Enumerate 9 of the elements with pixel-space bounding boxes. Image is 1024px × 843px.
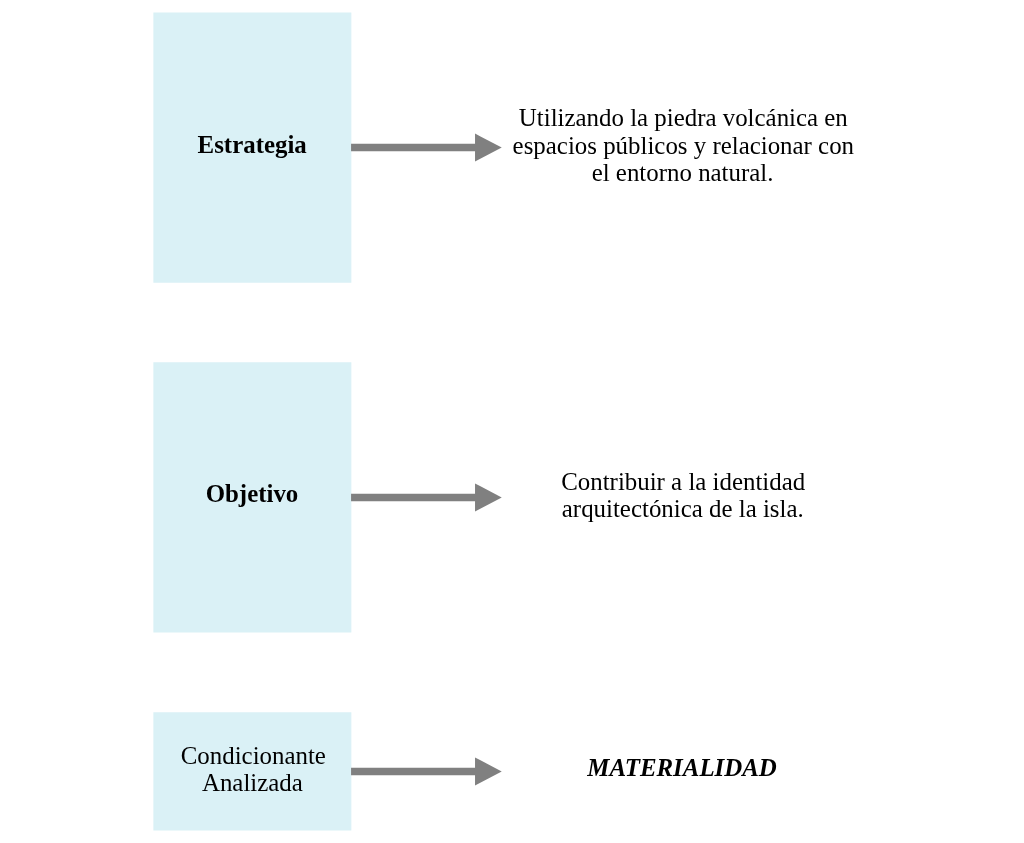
arrow — [351, 757, 502, 786]
node-text: MATERIALIDAD — [587, 754, 777, 782]
node-text: Contribuir a la identidad arquitectónica de la isla. — [561, 467, 806, 523]
arrow — [351, 483, 502, 512]
node-box: Estrategia — [153, 12, 352, 283]
node-box: Condicionante Analizada — [153, 712, 352, 831]
arrow — [351, 133, 502, 162]
node-box: Objetivo — [153, 362, 352, 633]
node-text: Utilizando la piedra volcánica en espacios públicos y relacionar con el entorno natural. — [512, 104, 855, 187]
